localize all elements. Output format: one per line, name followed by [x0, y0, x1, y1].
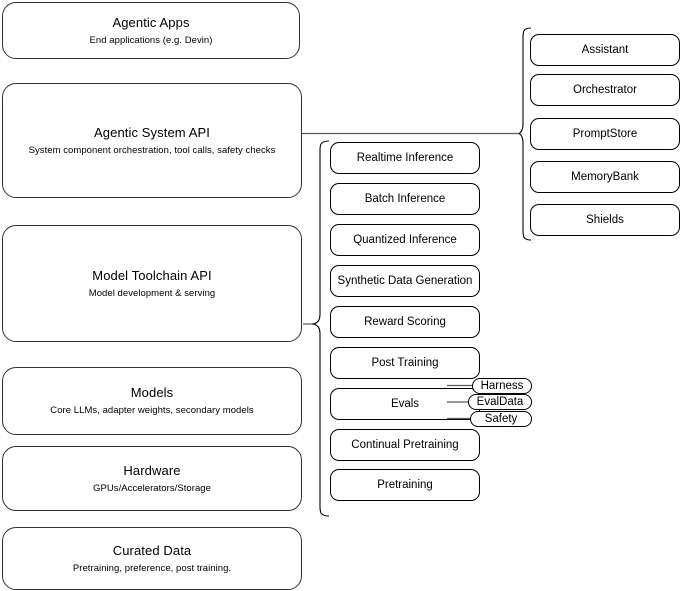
- layer-title: Models: [130, 385, 174, 400]
- component-memorybank[interactable]: MemoryBank: [530, 161, 680, 193]
- component-pretraining[interactable]: Pretraining: [330, 469, 480, 501]
- component-evals[interactable]: Evals: [330, 388, 480, 420]
- component-batch-inference[interactable]: Batch Inference: [330, 183, 480, 215]
- component-post-training[interactable]: Post Training: [330, 347, 480, 379]
- layer-subtitle: Core LLMs, adapter weights, secondary mo…: [50, 405, 254, 416]
- layer-model-toolchain-api[interactable]: Model Toolchain API Model development & …: [2, 225, 302, 342]
- component-harness[interactable]: Harness: [472, 378, 532, 394]
- component-orchestrator[interactable]: Orchestrator: [530, 74, 680, 106]
- layer-curated-data[interactable]: Curated Data Pretraining, preference, po…: [2, 527, 302, 590]
- component-safety[interactable]: Safety: [470, 411, 532, 427]
- component-assistant[interactable]: Assistant: [530, 34, 680, 66]
- layer-subtitle: End applications (e.g. Devin): [89, 34, 213, 46]
- component-shields[interactable]: Shields: [530, 204, 680, 236]
- layer-title: Curated Data: [112, 542, 192, 558]
- layer-title: Hardware: [123, 462, 181, 478]
- component-reward-scoring[interactable]: Reward Scoring: [330, 306, 480, 338]
- layer-subtitle: Model development & serving: [88, 287, 216, 299]
- component-quantized-inference[interactable]: Quantized Inference: [330, 224, 480, 256]
- layer-title: Agentic System API: [94, 124, 210, 140]
- layer-title: Agentic Apps: [112, 14, 190, 30]
- component-promptstore[interactable]: PromptStore: [530, 118, 680, 150]
- component-realtime-inference[interactable]: Realtime Inference: [330, 142, 480, 174]
- component-evaldata[interactable]: EvalData: [468, 394, 532, 410]
- layer-subtitle: GPUs/Accelerators/Storage: [93, 482, 211, 494]
- component-synthetic-data-generation[interactable]: Synthetic Data Generation: [330, 265, 480, 297]
- brace-toolchain-components: [312, 140, 330, 517]
- layer-models[interactable]: Models Core LLMs, adapter weights, secon…: [2, 367, 302, 435]
- layer-hardware[interactable]: Hardware GPUs/Accelerators/Storage: [2, 446, 302, 511]
- component-continual-pretraining[interactable]: Continual Pretraining: [330, 429, 480, 461]
- layer-subtitle: Pretraining, preference, post training.: [72, 562, 232, 574]
- layer-agentic-apps[interactable]: Agentic Apps End applications (e.g. Devi…: [2, 2, 300, 59]
- layer-agentic-system-api[interactable]: Agentic System API System component orch…: [2, 83, 302, 198]
- layer-subtitle: System component orchestration, tool cal…: [28, 144, 276, 156]
- layer-title: Model Toolchain API: [92, 267, 212, 283]
